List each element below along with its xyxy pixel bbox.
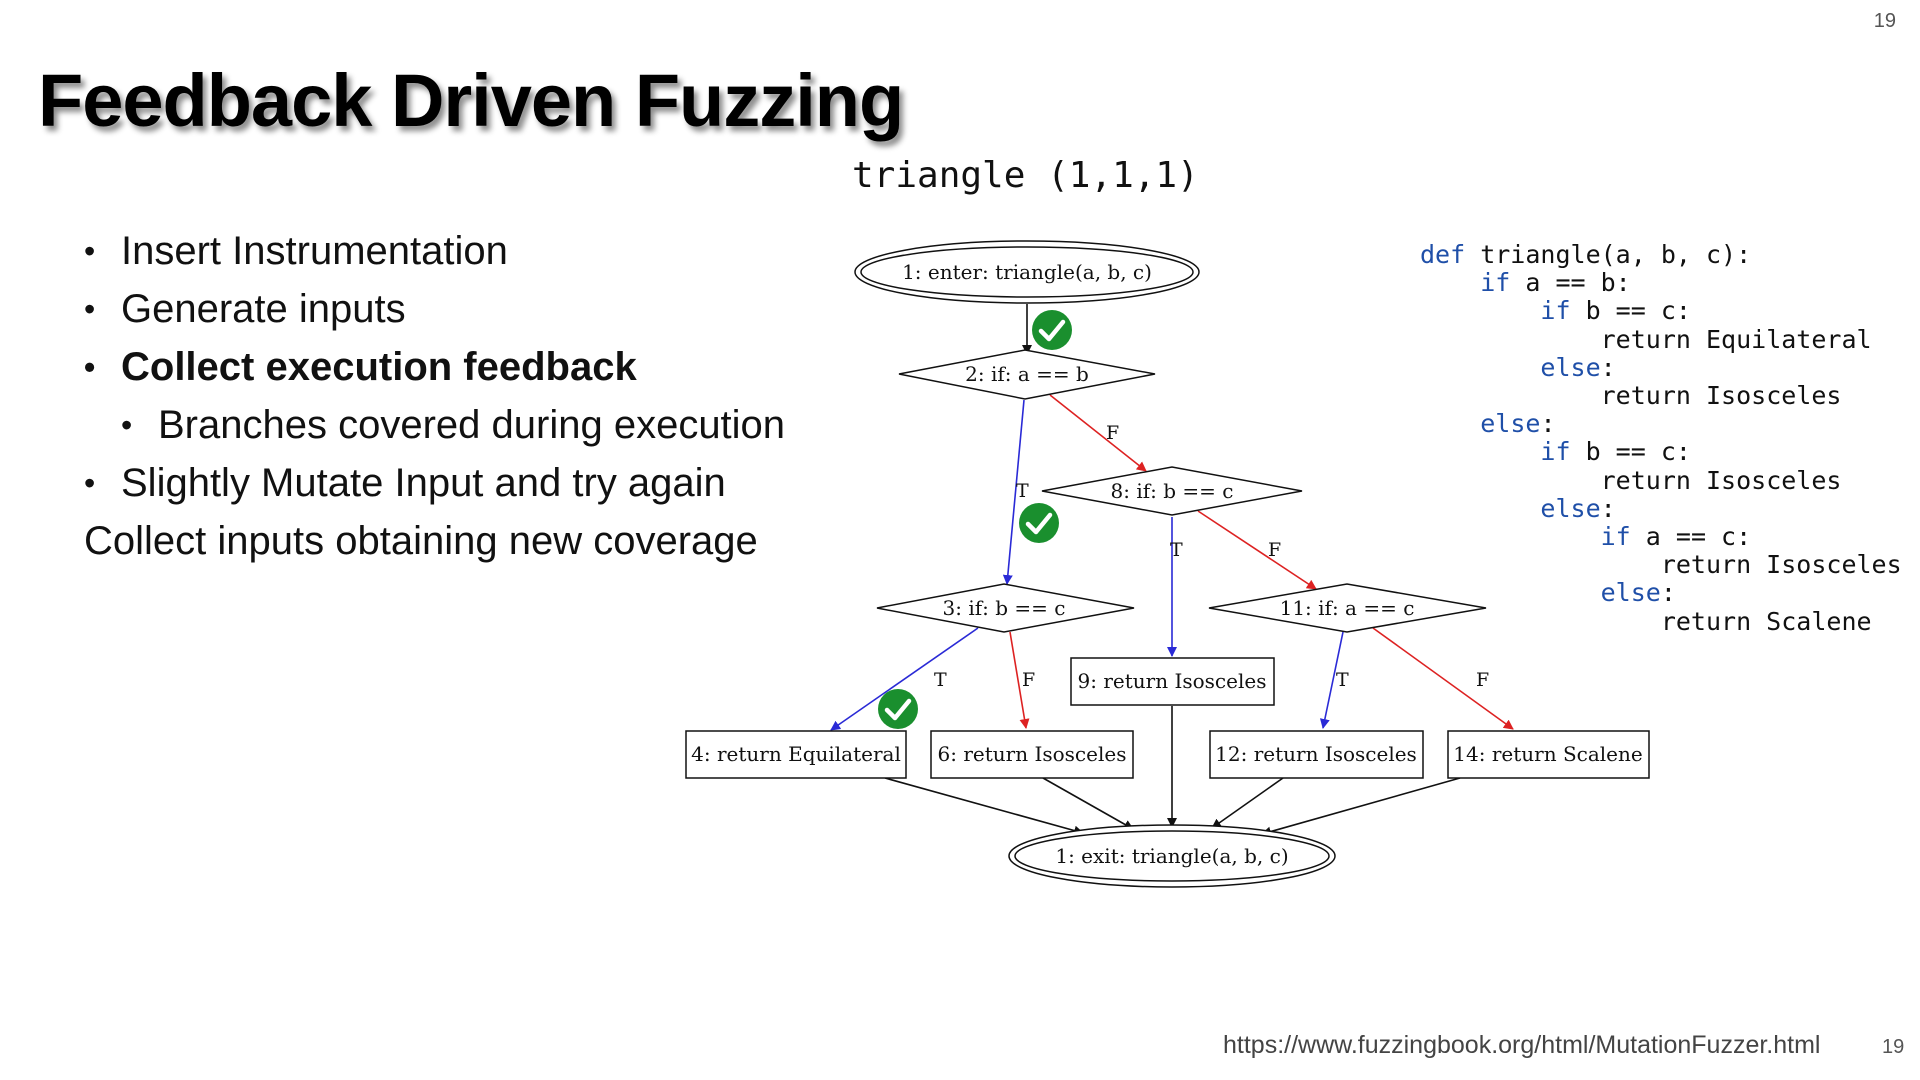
check-circle-icon xyxy=(1019,503,1059,543)
bullet-item: Branches covered during execution xyxy=(84,396,785,454)
code-keyword: else xyxy=(1540,493,1601,523)
edge-label-ac11-true: T xyxy=(1336,669,1349,691)
code-keyword: else xyxy=(1540,352,1601,382)
svg-text:1: exit: triangle(a, b, c): 1: exit: triangle(a, b, c) xyxy=(1055,844,1288,868)
code-text: : xyxy=(1600,352,1616,382)
svg-text:6: return Isosceles: 6: return Isosceles xyxy=(938,742,1127,766)
code-text: : xyxy=(1600,493,1616,523)
svg-text:3: if: b == c: 3: if: b == c xyxy=(943,596,1066,620)
bullet-list: Insert InstrumentationGenerate inputsCol… xyxy=(84,222,785,570)
code-line: return Equilateral xyxy=(1420,325,1872,354)
node-enter: 1: enter: triangle(a, b, c) xyxy=(854,240,1200,304)
code-keyword: if xyxy=(1540,437,1571,467)
node-if-ac-11: 11: if: a == c xyxy=(1208,583,1487,633)
bullet-item: Slightly Mutate Input and try again xyxy=(84,454,785,512)
svg-text:12: return Isosceles: 12: return Isosceles xyxy=(1215,742,1417,766)
page-number-top: 19 xyxy=(1873,10,1896,32)
code-text: return Isosceles xyxy=(1600,381,1842,411)
svg-text:1: enter: triangle(a, b, c): 1: enter: triangle(a, b, c) xyxy=(902,260,1152,284)
code-line: else: xyxy=(1420,352,1616,382)
edge-label-bc8-false: F xyxy=(1268,539,1281,561)
edge-label-ab-false: F xyxy=(1106,422,1119,444)
code-line: if a == c: xyxy=(1420,522,1752,552)
node-exit: 1: exit: triangle(a, b, c) xyxy=(1008,824,1336,888)
node-if-bc-3: 3: if: b == c xyxy=(876,583,1135,633)
code-line: return Scalene xyxy=(1420,607,1872,636)
code-keyword: if xyxy=(1600,522,1631,552)
code-keyword: if xyxy=(1540,296,1571,326)
code-text: return Isosceles xyxy=(1600,465,1842,495)
edge-ret4-to-exit xyxy=(884,777,1084,836)
edge-label-bc3-true: T xyxy=(934,669,947,691)
footer-url: https://www.fuzzingbook.org/html/Mutatio… xyxy=(1223,1031,1821,1059)
node-if-bc-8: 8: if: b == c xyxy=(1041,466,1303,516)
code-line: else: xyxy=(1420,409,1556,439)
code-keyword: else xyxy=(1480,409,1541,439)
code-text: b == c: xyxy=(1570,296,1691,326)
code-line: def triangle(a, b, c): xyxy=(1420,240,1751,269)
code-text: a == b: xyxy=(1510,268,1631,298)
edge-if-ab-false xyxy=(1049,394,1147,472)
edge-label-bc3-false: F xyxy=(1022,669,1035,691)
edge-label-bc8-true: T xyxy=(1170,539,1183,561)
svg-text:4: return Equilateral: 4: return Equilateral xyxy=(691,742,901,766)
triangle-call-label: triangle (1,1,1) xyxy=(852,155,1199,196)
node-return-isosceles-12: 12: return Isosceles xyxy=(1209,730,1424,779)
code-line: if b == c: xyxy=(1420,437,1691,466)
check-circle-icon xyxy=(1032,310,1072,350)
edge-if-ac11-true xyxy=(1319,631,1344,729)
node-return-equilateral-4: 4: return Equilateral xyxy=(685,730,907,779)
code-text: b == c: xyxy=(1570,437,1691,467)
graph-nodes: 1: enter: triangle(a, b, c) 2: if: a == … xyxy=(685,240,1650,888)
code-keyword: if xyxy=(1480,268,1511,298)
edge-if-bc3-false xyxy=(1009,631,1030,729)
code-line: return Isosceles xyxy=(1420,465,1842,495)
check-circle-icon xyxy=(878,689,918,729)
edge-label-ab-true: T xyxy=(1016,480,1029,502)
bullet-item: Insert Instrumentation xyxy=(84,222,785,280)
code-line: return Isosceles xyxy=(1420,550,1902,579)
bullet-item: Collect execution feedback xyxy=(84,338,785,396)
code-keyword: def xyxy=(1420,240,1466,269)
code-line: else: xyxy=(1420,493,1616,523)
code-line: if a == b: xyxy=(1420,268,1631,297)
node-return-scalene-14: 14: return Scalene xyxy=(1447,730,1650,779)
svg-text:2: if: a == b: 2: if: a == b xyxy=(965,362,1089,386)
edge-if-ab-true xyxy=(1002,399,1025,585)
code-text: return Scalene xyxy=(1660,606,1872,636)
svg-text:9: return Isosceles: 9: return Isosceles xyxy=(1078,669,1267,693)
svg-text:8: if: b == c: 8: if: b == c xyxy=(1111,479,1234,503)
code-line: return Isosceles xyxy=(1420,381,1842,411)
code-line: else: xyxy=(1420,578,1676,607)
node-return-isosceles-9: 9: return Isosceles xyxy=(1070,657,1275,706)
svg-text:11: if: a == c: 11: if: a == c xyxy=(1280,596,1415,620)
edge-if-ac11-false xyxy=(1372,627,1514,730)
graph-edges xyxy=(830,304,1514,837)
node-return-isosceles-6: 6: return Isosceles xyxy=(930,730,1134,779)
code-text: return Equilateral xyxy=(1600,324,1872,354)
page-number-bottom: 19 xyxy=(1882,1036,1905,1058)
code-text: return Isosceles xyxy=(1660,550,1902,580)
node-if-ab: 2: if: a == b xyxy=(898,349,1156,400)
bullet-item: Collect inputs obtaining new coverage xyxy=(84,519,758,563)
edge-ret14-to-exit xyxy=(1261,777,1461,837)
edge-ret12-to-exit xyxy=(1211,777,1284,829)
code-listing: def triangle(a, b, c): if a == b: if b =… xyxy=(1420,240,1902,636)
edge-label-ac11-false: F xyxy=(1476,669,1489,691)
edge-if-bc8-false xyxy=(1197,510,1317,590)
graph-edge-labels: T F T F T F T F xyxy=(934,422,1489,691)
code-text: : xyxy=(1660,578,1676,608)
code-text: : xyxy=(1540,409,1556,439)
edge-ret6-to-exit xyxy=(1042,777,1134,830)
edge-if-bc3-true xyxy=(830,627,979,731)
code-keyword: else xyxy=(1600,578,1661,608)
bullet-item: Generate inputs xyxy=(84,280,785,338)
slide-title: Feedback Driven Fuzzing xyxy=(38,59,904,142)
code-line: if b == c: xyxy=(1420,296,1691,325)
code-text: triangle(a, b, c): xyxy=(1465,240,1752,269)
svg-text:14: return Scalene: 14: return Scalene xyxy=(1453,742,1642,766)
code-text: a == c: xyxy=(1630,522,1752,552)
